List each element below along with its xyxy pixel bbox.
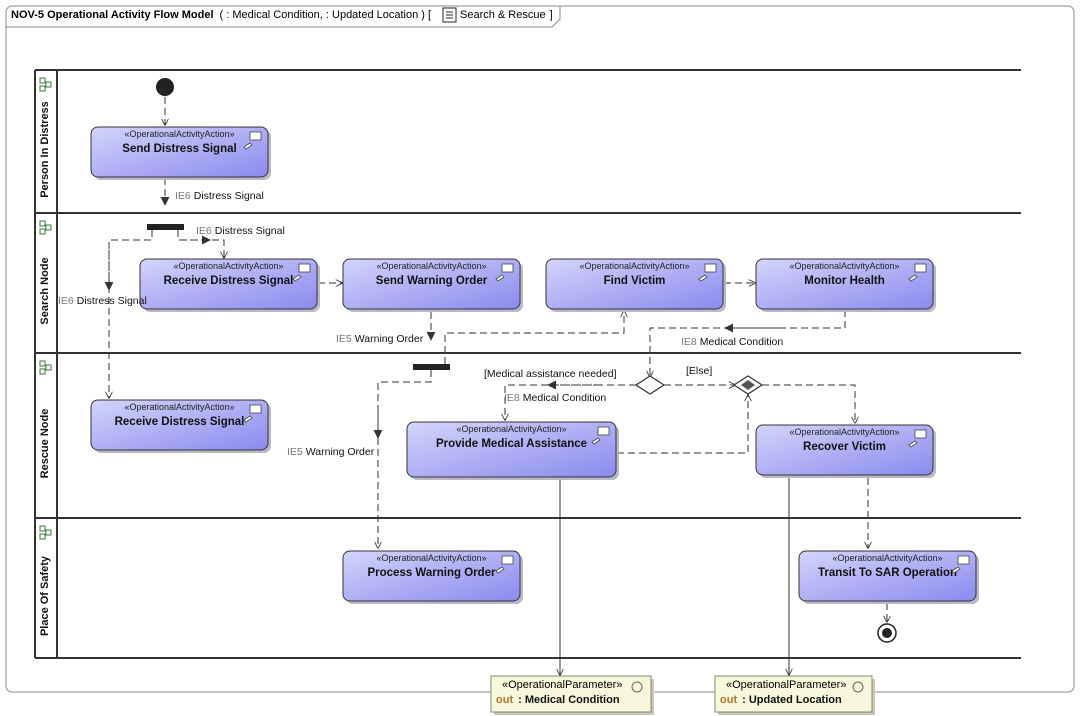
action-name: Provide Medical Assistance	[436, 438, 587, 450]
lane-icon	[39, 525, 52, 540]
action-name: Receive Distress Signal	[164, 275, 294, 287]
operational-parameter[interactable]: «OperationalParameter» out: Updated Locat…	[714, 675, 875, 715]
parameter-label: out: Medical Condition	[496, 694, 620, 706]
activity-action[interactable]: «OperationalActivityAction» Provide Medic…	[406, 421, 619, 480]
parameter-icon	[852, 681, 864, 693]
guards: [Medical assistance needed] [Else]	[484, 365, 712, 380]
activity-action[interactable]: «OperationalActivityAction» Receive Distr…	[139, 258, 320, 312]
action-icon	[243, 131, 262, 150]
action-name: Transit To SAR Operation	[818, 567, 957, 579]
lane-icon	[39, 220, 52, 235]
lane-icon	[39, 77, 52, 92]
action-stereotype: «OperationalActivityAction»	[579, 261, 689, 271]
action-icon	[698, 263, 717, 282]
guard-label: [Medical assistance needed]	[484, 368, 617, 380]
frame-context: Search & Rescue]	[460, 9, 553, 21]
action-stereotype: «OperationalActivityAction»	[832, 553, 942, 563]
action-icon	[292, 263, 311, 282]
join-bar	[413, 364, 450, 370]
action-stereotype: «OperationalActivityAction»	[124, 402, 234, 412]
operational-parameter[interactable]: «OperationalParameter» out: Medical Condi…	[490, 675, 654, 715]
action-name: Find Victim	[604, 275, 666, 287]
action-icon	[591, 426, 610, 445]
action-icon	[495, 263, 514, 282]
actions: «OperationalActivityAction» Send Distress…	[90, 126, 979, 604]
control-nodes	[147, 78, 897, 643]
activity-action[interactable]: «OperationalActivityAction» Send Warning …	[342, 258, 523, 312]
action-stereotype: «OperationalActivityAction»	[173, 261, 283, 271]
parameter-icon	[631, 681, 643, 693]
fork-bar	[147, 224, 184, 230]
swimlane-header: Person In Distress	[39, 77, 52, 198]
parameter-stereotype: «OperationalParameter»	[502, 679, 622, 691]
frame-title: NOV-5 Operational Activity Flow Model( :…	[11, 9, 431, 21]
swimlane-header: Place Of Safety	[39, 525, 52, 636]
decision-node	[634, 375, 666, 395]
parameter-stereotype: «OperationalParameter»	[726, 679, 846, 691]
context-icon	[442, 7, 457, 23]
activity-action[interactable]: «OperationalActivityAction» Recover Victi…	[755, 424, 936, 478]
action-name: Send Distress Signal	[122, 143, 236, 155]
action-icon	[908, 263, 927, 282]
lane-name: Search Node	[39, 257, 51, 324]
swimlane-header: Search Node	[39, 220, 52, 325]
action-stereotype: «OperationalActivityAction»	[456, 424, 566, 434]
activity-action[interactable]: «OperationalActivityAction» Find Victim	[545, 258, 726, 312]
action-stereotype: «OperationalActivityAction»	[124, 129, 234, 139]
lane-name: Person In Distress	[39, 101, 51, 198]
final-node	[877, 623, 897, 643]
lane-name: Rescue Node	[39, 409, 51, 479]
activity-action[interactable]: «OperationalActivityAction» Receive Distr…	[90, 399, 271, 453]
action-name: Recover Victim	[803, 441, 886, 453]
guard-label: [Else]	[686, 365, 712, 377]
lane-name: Place Of Safety	[39, 555, 51, 636]
action-stereotype: «OperationalActivityAction»	[789, 427, 899, 437]
action-name: Process Warning Order	[367, 567, 496, 579]
action-icon	[243, 404, 262, 423]
activity-action[interactable]: «OperationalActivityAction» Send Distress…	[90, 126, 271, 180]
action-icon	[951, 555, 970, 574]
swimlane-header: Rescue Node	[39, 360, 52, 479]
activity-action[interactable]: «OperationalActivityAction» Transit To SA…	[798, 550, 979, 604]
merge-node	[732, 375, 764, 395]
activity-action[interactable]: «OperationalActivityAction» Process Warni…	[342, 550, 523, 604]
action-name: Monitor Health	[804, 275, 885, 287]
initial-node	[156, 78, 174, 96]
activity-action[interactable]: «OperationalActivityAction» Monitor Healt…	[755, 258, 936, 312]
parameter-label: out: Updated Location	[720, 694, 842, 706]
parameter-nodes: «OperationalParameter» out: Medical Condi…	[490, 675, 875, 715]
lane-icon	[39, 360, 52, 375]
action-stereotype: «OperationalActivityAction»	[376, 553, 486, 563]
action-name: Receive Distress Signal	[115, 416, 245, 428]
control-flows	[104, 97, 887, 675]
action-name: Send Warning Order	[376, 275, 488, 287]
diagram-frame: NOV-5 Operational Activity Flow Model( :…	[5, 5, 1075, 693]
action-stereotype: «OperationalActivityAction»	[376, 261, 486, 271]
action-icon	[495, 555, 514, 574]
action-icon	[908, 429, 927, 448]
action-stereotype: «OperationalActivityAction»	[789, 261, 899, 271]
